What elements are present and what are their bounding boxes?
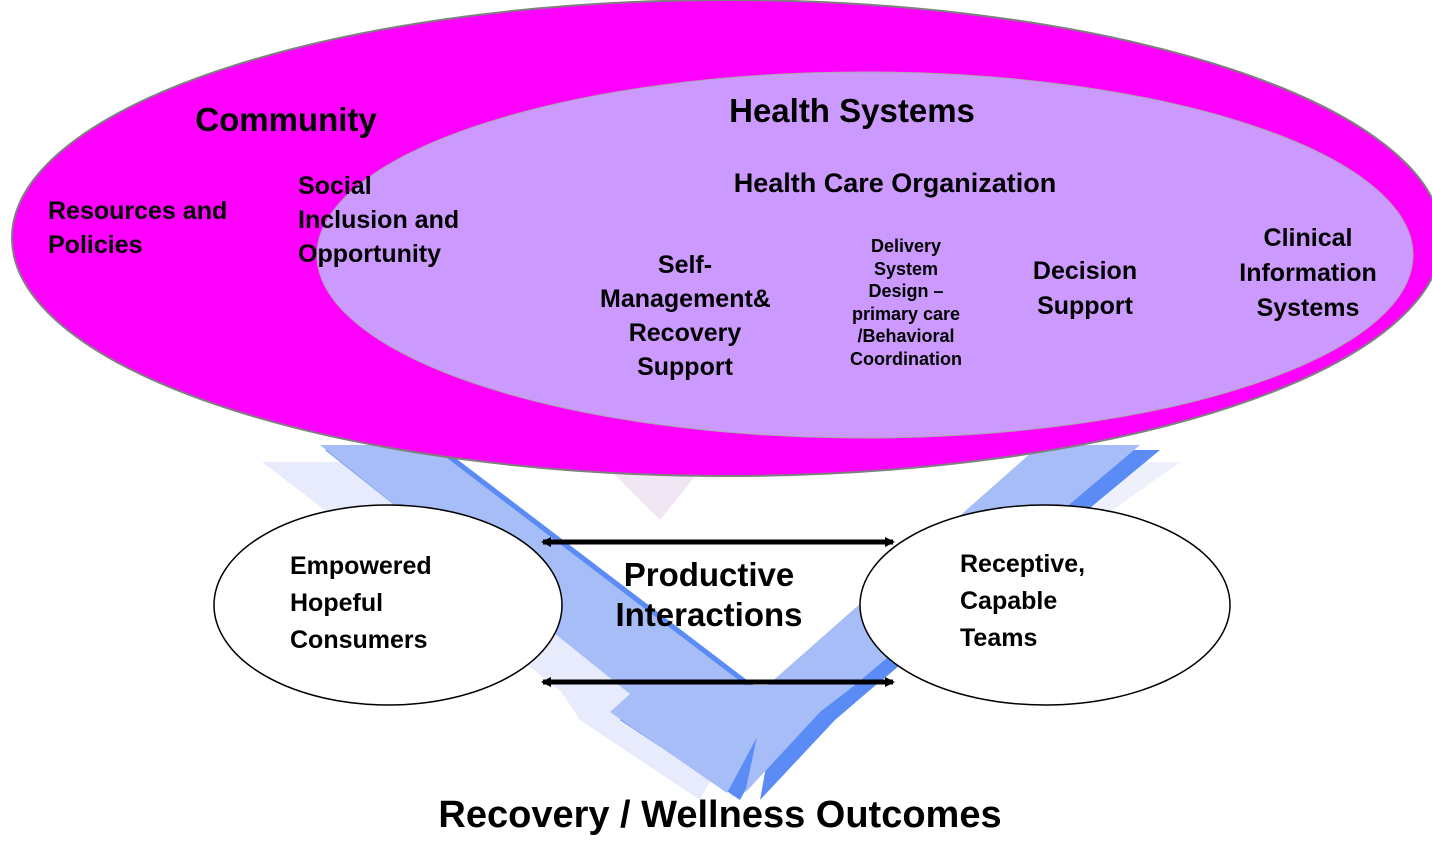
delivery-line-4: primary care <box>851 303 961 324</box>
social-line-1: Social <box>298 172 372 200</box>
teams-line-3: Teams <box>960 624 1038 652</box>
consumers-line-3: Consumers <box>290 626 428 654</box>
ghost-arrow-center <box>610 470 700 520</box>
delivery-line-6: Coordination <box>850 348 962 369</box>
social-line-2: Inclusion and <box>298 206 460 234</box>
resources-line-1: Resources and <box>48 197 228 225</box>
teams-line-2: Capable <box>960 587 1058 615</box>
teams-line-1: Receptive, <box>960 550 1086 578</box>
resources-policies-label: Resources and Policies <box>48 194 227 262</box>
decision-support-label: Decision Support <box>1010 254 1160 324</box>
delivery-line-1: Delivery <box>870 236 942 256</box>
teams-ellipse <box>859 504 1231 706</box>
health-systems-title: Health Systems <box>729 92 975 129</box>
self-management-line-1: Self- <box>657 251 713 279</box>
interactions-line-2: Interactions <box>615 596 803 633</box>
health-care-organization-label: Health Care Organization <box>733 168 1057 198</box>
consumers-ellipse <box>213 504 563 706</box>
decision-line-1: Decision <box>1032 257 1138 285</box>
interactions-line-1: Productive <box>623 556 795 593</box>
consumers-line-1: Empowered <box>290 552 432 580</box>
consumers-label: Empowered Hopeful Consumers <box>290 548 432 659</box>
self-management-line-4: Support <box>637 353 733 381</box>
delivery-line-3: Design – <box>868 281 944 301</box>
social-inclusion-label: Social Inclusion and Opportunity <box>298 169 459 271</box>
social-line-3: Opportunity <box>298 240 442 268</box>
delivery-line-2: System <box>873 258 939 279</box>
resources-line-2: Policies <box>48 231 143 259</box>
health-systems-ellipse <box>316 71 1414 439</box>
consumers-line-2: Hopeful <box>290 589 384 617</box>
clinical-line-3: Systems <box>1256 294 1360 322</box>
self-management-line-3: Recovery <box>628 319 742 347</box>
delivery-system-label: Delivery System Design – primary care /B… <box>830 235 982 370</box>
self-management-line-2: Management& <box>600 285 771 313</box>
decision-line-2: Support <box>1037 292 1133 320</box>
clinical-line-1: Clinical <box>1263 224 1353 252</box>
clinical-information-label: Clinical Information Systems <box>1218 221 1398 326</box>
community-title: Community <box>195 101 377 138</box>
outcomes-label: Recovery / Wellness Outcomes <box>438 794 1002 836</box>
self-management-label: Self- Management& Recovery Support <box>600 248 771 384</box>
delivery-line-5: /Behavioral <box>857 326 955 346</box>
clinical-line-2: Information <box>1239 259 1377 287</box>
teams-label: Receptive, Capable Teams <box>960 546 1085 657</box>
productive-interactions-label: Productive Interactions <box>596 555 822 635</box>
